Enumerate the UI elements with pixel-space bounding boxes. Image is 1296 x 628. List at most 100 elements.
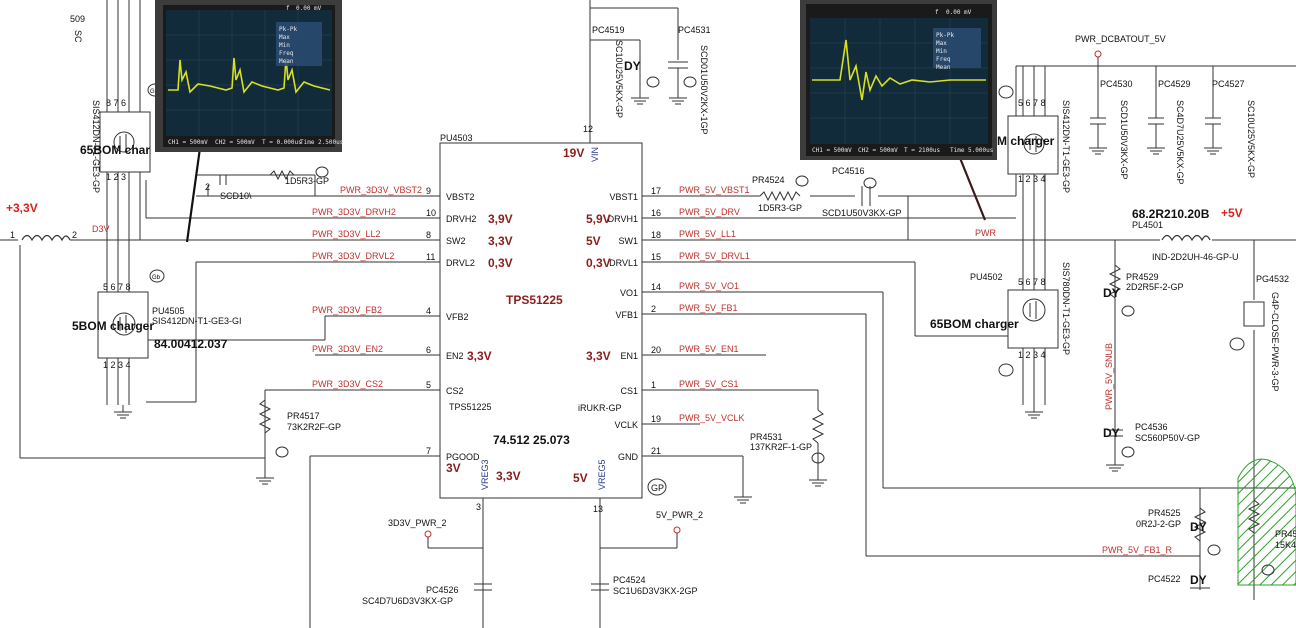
scope-left-ch1: CH1 = 500mV: [168, 139, 208, 146]
pg4532: PG4532 G4P-CLOSE-PWR-3-GP: [1229, 274, 1289, 392]
pl4501-part: IND-2D2UH-46-GP-U: [1152, 252, 1239, 262]
right-pin-name: VFB1: [615, 310, 638, 320]
rail-right-label: +5V: [1221, 206, 1243, 220]
pl4501-value: 68.2R210.20B: [1132, 207, 1210, 221]
dy-pr4525: DY: [1190, 520, 1207, 534]
pu4505-ref: PU4505: [152, 306, 185, 316]
mosfet-top-right: M charger SIS412DN-T1-GE3-GP 5 6 7 8 1 2…: [997, 85, 1071, 193]
pc4524-ref: PC4524: [613, 575, 646, 585]
pr45-ref: PR45: [1275, 529, 1296, 539]
right-pin-number: 17: [651, 186, 661, 196]
right-pin-number: 21: [651, 446, 661, 456]
right-pin-net: PWR_5V_VBST1: [679, 185, 750, 195]
scope-right-f: f: [935, 9, 939, 16]
pc4519-part: SC10U25V5KX-GP: [614, 40, 624, 118]
left-pin-net: PWR_3D3V_LL2: [312, 229, 381, 239]
vreg5-pin-number: 13: [593, 504, 603, 514]
left-pin-number: 10: [426, 208, 436, 218]
pr4531-value: 137KR2F-1-GP: [750, 442, 812, 452]
resistor-pr4525: PR4525 0R2J-2-GP DY PC4522 DY: [1136, 507, 1221, 589]
rail-left-label: +3,3V: [6, 201, 38, 215]
pwr-net-label: PWR: [975, 228, 996, 238]
left-pin-voltage: 3,9V: [488, 212, 513, 226]
n509-label: 509: [70, 14, 85, 24]
resistor-pr4517: PR4517 73K2R2F-GP: [255, 399, 341, 485]
scope-readout-line: Pk-Pk: [279, 26, 297, 33]
cap-pc4536: PC4536 SC560P50V-GP DY: [1103, 422, 1200, 472]
right-pin-number: 20: [651, 345, 661, 355]
pc4530-part: SCD1U50V3KX-GP: [1119, 100, 1129, 180]
right-pin-number: 15: [651, 252, 661, 262]
pr4525-ref: PR4525: [1148, 508, 1181, 518]
ic-left-pins: 9VBST2PWR_3D3V_VBST210DRVH2PWR_3D3V_DRVH…: [312, 185, 513, 475]
resistor-pr4524: PR4524 1D5R3-GP: [752, 175, 809, 213]
scope-readout-line: Freq: [936, 56, 951, 63]
ic-name-small: TPS51225: [449, 402, 492, 412]
scope-readout-line: Min: [279, 42, 290, 49]
pwr-5v-snub: PWR_5V_SNUB: [1104, 343, 1114, 410]
ic-name: TPS51225: [506, 293, 563, 307]
right-pin-name: CS1: [620, 386, 638, 396]
svg-text:1 2 3 4: 1 2 3 4: [1018, 174, 1046, 184]
ic-part-number: 74.512 25.073: [493, 433, 570, 447]
pr45-value: 15K4: [1275, 540, 1296, 550]
vin-pin-name: VIN: [590, 147, 600, 162]
pc4536-value: SC560P50V-GP: [1135, 433, 1200, 443]
left-inductor: 1 2: [10, 230, 77, 245]
ic-gp-mark: GP: [647, 478, 667, 496]
pwr-5v-fb1-r-label: PWR_5V_FB1_R: [1102, 545, 1173, 555]
right-pin-voltage: 5V: [586, 234, 601, 248]
scope-readout-line: Freq: [279, 50, 294, 57]
pc4527-ref: PC4527: [1212, 79, 1245, 89]
right-pin-name: VBST1: [609, 192, 638, 202]
scope-right-time: T = 2100us: [904, 147, 941, 154]
right-pin-name: EN1: [620, 351, 638, 361]
pc4531-part: SCD01U50V2KX-1GP: [699, 45, 709, 135]
vreg3-pin-number: 3: [476, 502, 481, 512]
pr4529-value: 2D2R5F-2-GP: [1126, 282, 1184, 292]
left-pin-number: 5: [426, 380, 431, 390]
ic-vin-voltage: 19V: [563, 146, 584, 160]
pl4501-ref: PL4501: [1132, 220, 1163, 230]
left-pin-net: PWR_3D3V_CS2: [312, 379, 383, 389]
scope-readout-line: Min: [936, 48, 947, 55]
pc4529-part: SC4D7U25V5KX-GP: [1175, 100, 1185, 185]
vreg3-voltage: 3,3V: [496, 469, 521, 483]
left-pin-number: 9: [426, 186, 431, 196]
pu4505-code: 84.00412.037: [154, 337, 228, 351]
right-pin-net: PWR_5V_CS1: [679, 379, 739, 389]
left-pin-name: SW2: [446, 236, 466, 246]
vreg5-pin-name: VREG5: [597, 459, 607, 490]
sc-label: SC: [73, 30, 83, 43]
left-pin-net: PWR_3D3V_FB2: [312, 305, 382, 315]
svg-text:Gb: Gb: [152, 275, 161, 281]
inductor-pl4501: 68.2R210.20B PL4501 IND-2D2UH-46-GP-U +5…: [1132, 206, 1243, 262]
right-pin-number: 19: [651, 414, 661, 424]
mosfet-tr-part: SIS412DN-T1-GE3-GP: [1061, 100, 1071, 193]
gp-mark-left-r: [315, 166, 329, 178]
left-pin-net: PWR_3D3V_VBST2: [340, 185, 422, 195]
right-pin-voltage: 0,3V: [586, 256, 611, 270]
scope-right-ch1: CH1 = 500mV: [812, 147, 852, 154]
pc4526-value: SC4D7U6D3V3KX-GP: [362, 596, 453, 606]
d3v-label: D3V: [92, 224, 110, 234]
charger-tr-label: M charger: [997, 134, 1055, 148]
left-pin-net: PWR_3D3V_EN2: [312, 344, 383, 354]
dy-pc4536: DY: [1103, 426, 1120, 440]
left-pin-net: PWR_3D3V_DRVL2: [312, 251, 394, 261]
right-pin-net: PWR_5V_DRV: [679, 207, 740, 217]
left-pin-voltage: 0,3V: [488, 256, 513, 270]
mosfet-tl-part: SIS412DN-T1-GE3-GP: [91, 100, 101, 193]
left-pin-number: 8: [426, 230, 431, 240]
vreg3-pin-name: VREG3: [480, 459, 490, 490]
pc4519-ref: PC4519: [592, 25, 625, 35]
svg-text:Gb: Gb: [150, 89, 159, 95]
scope-right-tdiv: Time 5.000us: [950, 147, 994, 154]
gp-mark-pu4505: Gb: [149, 269, 165, 283]
svg-text:2: 2: [72, 230, 77, 240]
right-pin-voltage: 3,3V: [586, 349, 611, 363]
scope-left-time: T = 0.000us: [262, 139, 302, 146]
svg-text:8 7 6: 8 7 6: [106, 98, 126, 108]
